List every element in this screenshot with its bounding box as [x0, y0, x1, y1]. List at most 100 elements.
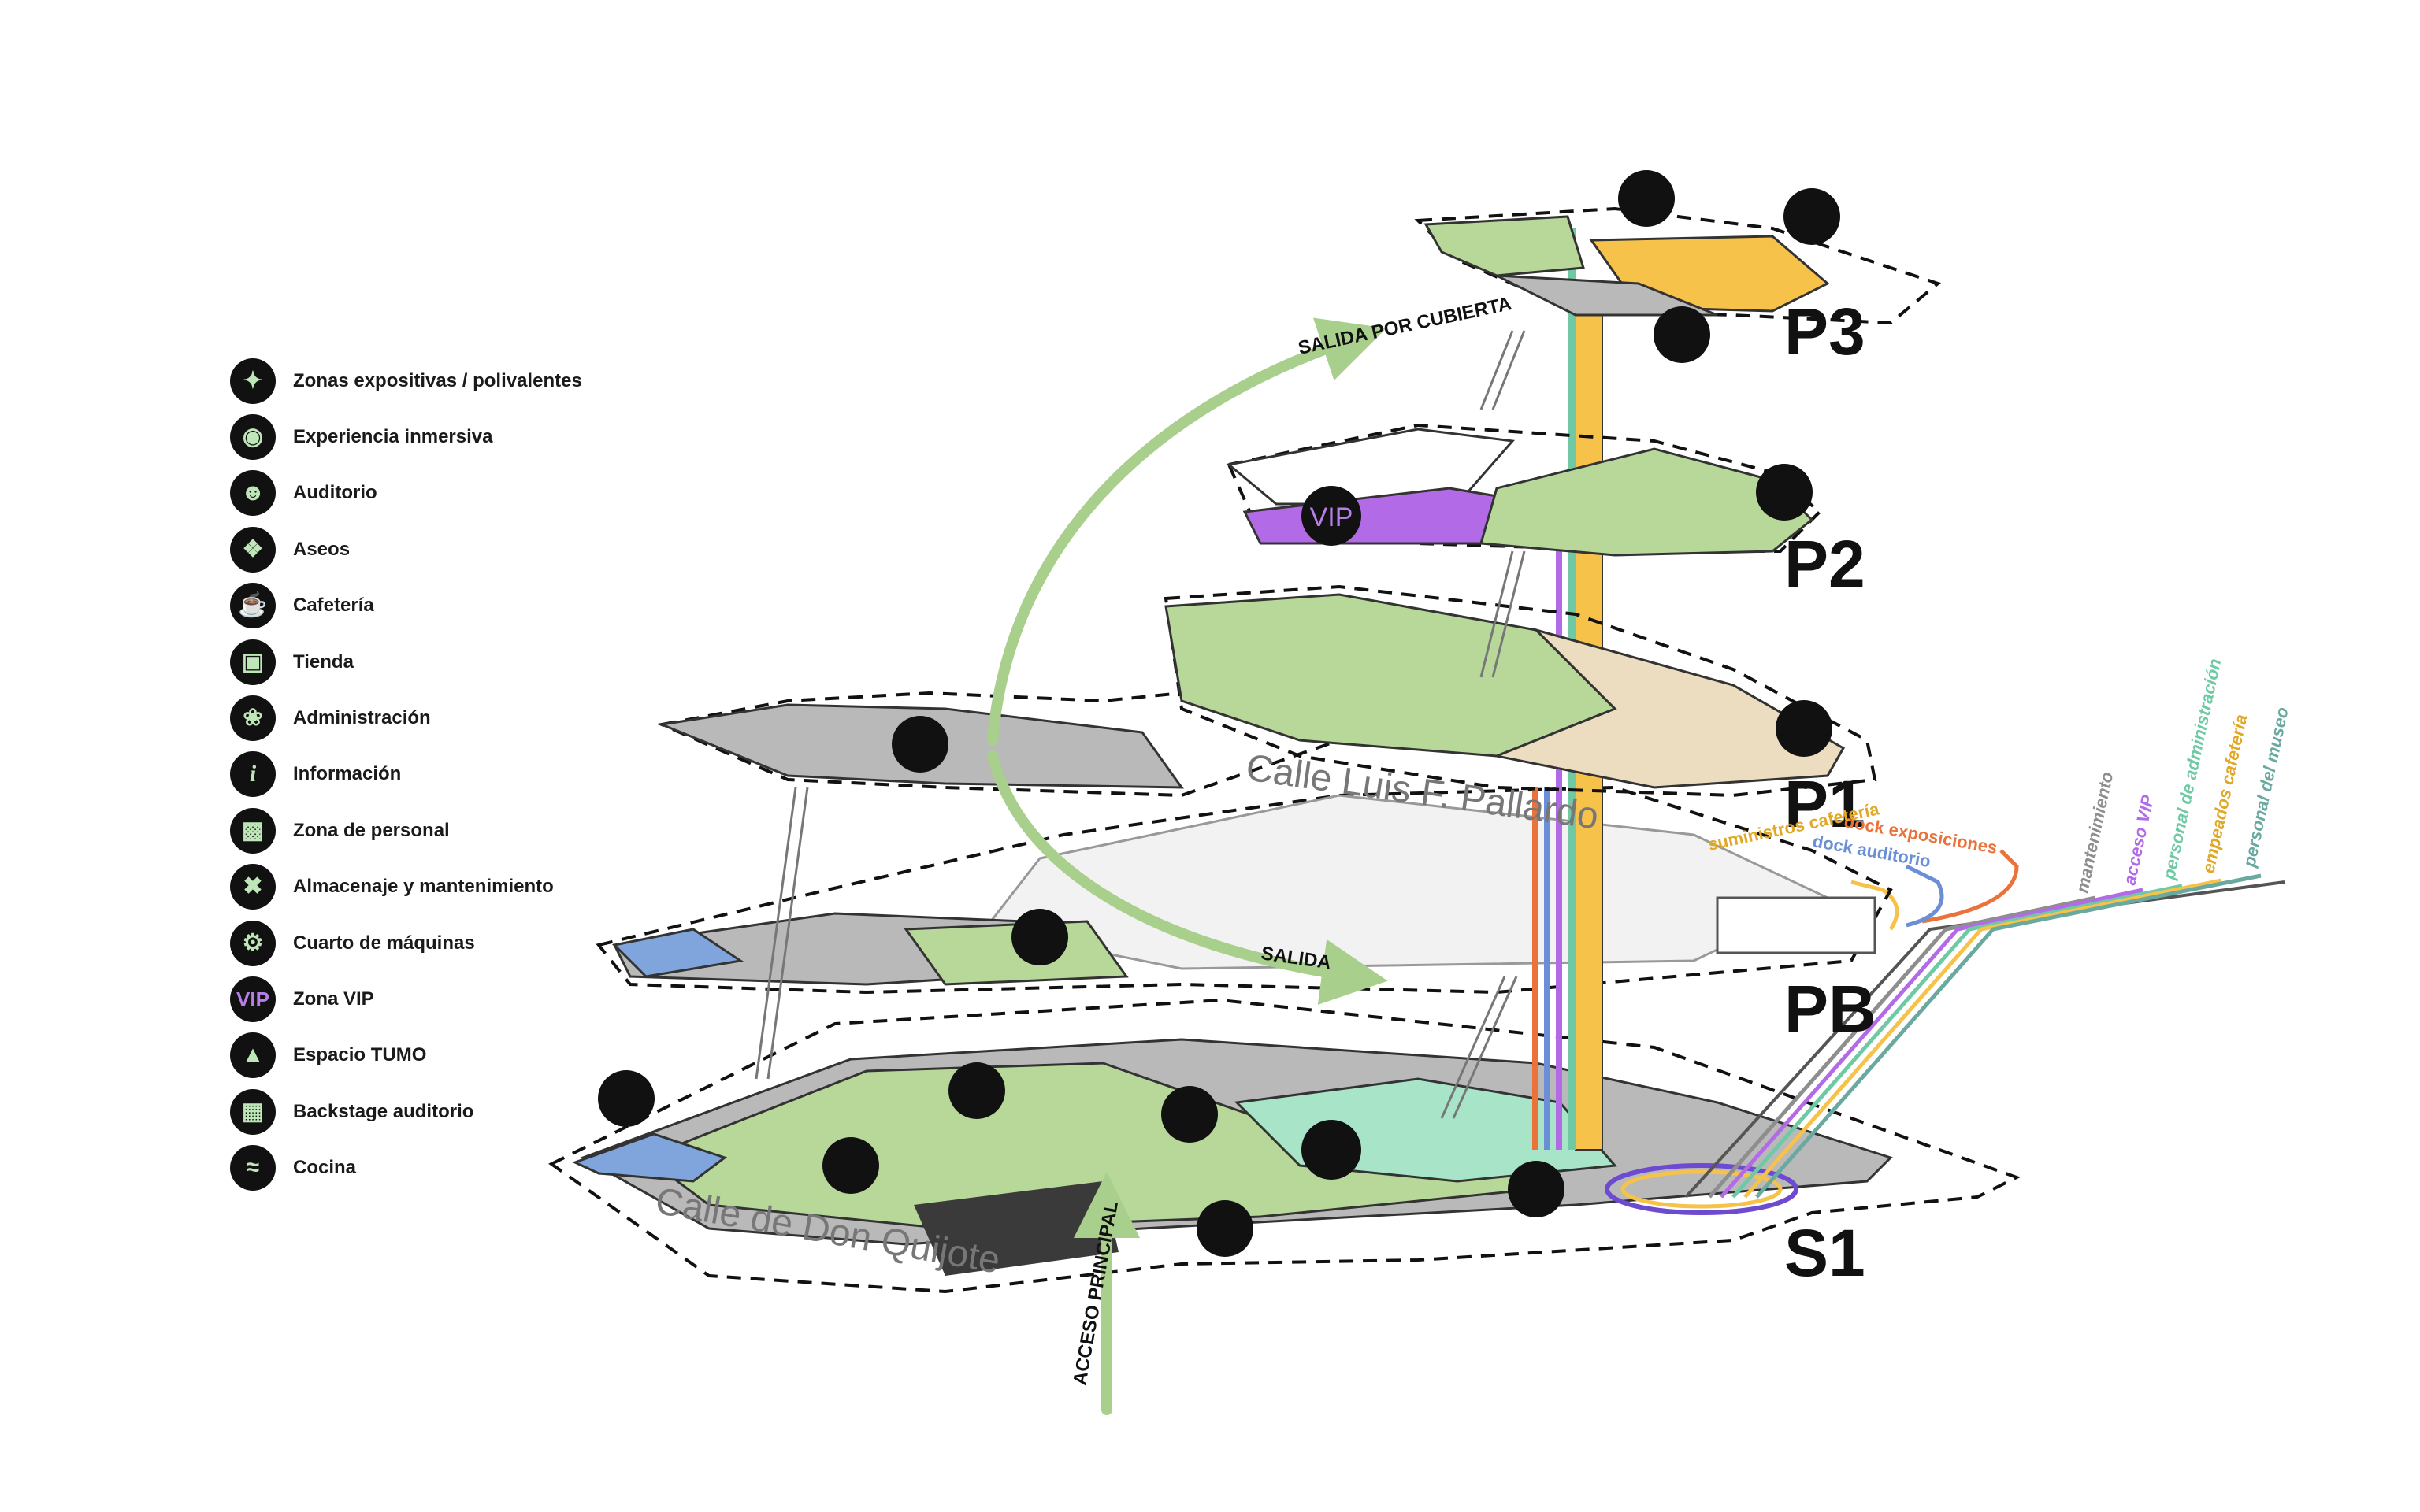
roof-exit-route	[987, 317, 1386, 746]
theater-masks-icon	[822, 1137, 879, 1194]
machine-room-icon: ⚙	[230, 920, 276, 966]
legend-label: Zona VIP	[293, 988, 374, 1010]
floor-label-p2: P2	[1784, 527, 1865, 601]
floor-labels: P3 P2 P1 PB S1	[1784, 295, 1876, 1290]
exit-route	[987, 750, 1388, 1005]
floor-s1-blue-zone	[572, 1132, 728, 1183]
ramp-edge	[1684, 880, 2285, 1199]
floor-p3-green-slab	[1423, 215, 1585, 277]
circulation-vip-label: acceso VIP	[2119, 793, 2158, 887]
film-backstage-icon	[598, 1070, 655, 1127]
legend-item-kitchen: ≈ Cocina	[230, 1140, 640, 1195]
legend: ✦ Zonas expositivas / polivalentes ◉ Exp…	[230, 353, 640, 1196]
floor-pb-blue-zone	[611, 928, 744, 978]
legend-label: Información	[293, 763, 402, 785]
legend-item-tumo: ▲ Espacio TUMO	[230, 1028, 640, 1084]
film-backstage-icon: ▦	[230, 1088, 276, 1135]
brain-icon	[1618, 170, 1675, 227]
legend-label: Tienda	[293, 650, 354, 673]
core-blue	[1544, 788, 1550, 1150]
floor-pb-outline	[596, 785, 1893, 995]
legend-label: Zonas expositivas / polivalentes	[293, 369, 582, 391]
legend-label: Espacio TUMO	[293, 1044, 427, 1066]
brain-icon: ❀	[230, 695, 276, 742]
legend-label: Aseos	[293, 538, 351, 560]
dock-line-auditorium	[1905, 864, 1944, 928]
legend-item-admin: ❀ Administración	[230, 690, 640, 746]
vip-icon	[1301, 486, 1361, 546]
dock-line-exhibitions	[1921, 849, 2019, 924]
legend-item-info: i Información	[230, 747, 640, 802]
core-orange	[1532, 788, 1538, 1150]
theater-masks-icon: ☻	[230, 470, 276, 517]
immersive-experience-icon	[1756, 464, 1813, 521]
shopping-bag-icon: ▣	[230, 639, 276, 685]
legend-item-vip: VIP Zona VIP	[230, 971, 640, 1027]
floor-pb	[596, 785, 1893, 995]
balloon-dog-icon	[1161, 1086, 1218, 1143]
tools-icon: ✖	[230, 864, 276, 910]
legend-item-storage: ✖ Almacenaje y mantenimiento	[230, 859, 640, 915]
floor-p2-white-void	[1226, 428, 1515, 506]
legend-label: Zona de personal	[293, 819, 450, 841]
restroom-icon: ❖	[230, 526, 276, 573]
floor-label-p3: P3	[1784, 295, 1865, 369]
coffee-cup-icon: ☕	[230, 583, 276, 629]
roof-exit-label: SALIDA POR CUBIERTA	[1297, 293, 1514, 359]
circulation-maintenance-label: mantenimiento	[2072, 770, 2117, 895]
machine-room-icon	[892, 716, 948, 773]
core-purple	[1556, 551, 1562, 1150]
legend-item-auditorium: ☻ Auditorio	[230, 465, 640, 521]
floor-label-p1: P1	[1784, 767, 1865, 841]
floor-p1-beige-zone	[1492, 628, 1846, 789]
legend-label: Cafetería	[293, 595, 374, 617]
vehicle-ramp-loop-inner	[1620, 1169, 1783, 1209]
cooking-pan-icon	[1783, 188, 1840, 245]
stair-p2-p1	[1479, 550, 1526, 678]
legend-label: Almacenaje y mantenimiento	[293, 876, 554, 898]
floor-p1-outline	[1164, 584, 1877, 798]
graduation-cap-icon: ▲	[230, 1032, 276, 1079]
legend-item-restrooms: ❖ Aseos	[230, 521, 640, 577]
legend-item-backstage: ▦ Backstage auditorio	[230, 1084, 640, 1140]
route-arrows	[987, 317, 1388, 1415]
staff-badge-icon: ▩	[230, 807, 276, 854]
ramp-line-admin	[1731, 884, 2183, 1199]
stair-p3-p2	[1479, 330, 1526, 410]
legend-label: Backstage auditorio	[293, 1100, 474, 1122]
floor-p3	[1414, 206, 1942, 325]
legend-item-staff: ▩ Zona de personal	[230, 802, 640, 858]
vehicle-ramp-loop	[1605, 1163, 1798, 1215]
legend-label: Cocina	[293, 1157, 357, 1179]
restroom-icon	[1197, 1200, 1253, 1257]
diagram-icons: VIP	[598, 170, 1840, 1257]
legend-label: Cuarto de máquinas	[293, 932, 475, 954]
legend-label: Experiencia inmersiva	[293, 426, 493, 448]
legend-label: Auditorio	[293, 482, 377, 504]
floor-p3-grey-zone	[1496, 274, 1718, 317]
legend-item-immersive: ◉ Experiencia inmersiva	[230, 409, 640, 465]
staff-badge-icon	[1508, 1161, 1564, 1217]
circulation-ramp	[1684, 849, 2285, 1199]
cooking-pan-icon: ≈	[230, 1145, 276, 1191]
dock-line-cafe	[1850, 880, 1899, 931]
stair-left	[755, 787, 809, 1080]
legend-label: Administración	[293, 707, 431, 729]
tools-icon	[948, 1062, 1005, 1119]
floor-p1-green-slab	[1164, 593, 1617, 758]
ramp-line-vip	[1720, 888, 2143, 1199]
ramp-line-cafe	[1743, 878, 2222, 1199]
legend-item-machines: ⚙ Cuarto de máquinas	[230, 915, 640, 971]
floor-p2-green-slab	[1479, 447, 1814, 557]
graduation-cap-icon	[1776, 700, 1832, 757]
info-icon: i	[230, 751, 276, 798]
circulation-labels: mantenimiento acceso VIP personal de adm…	[2072, 657, 2292, 895]
legend-item-exhibition: ✦ Zonas expositivas / polivalentes	[230, 353, 640, 409]
delivery-truck	[1716, 896, 1876, 954]
floor-label-pb: PB	[1784, 972, 1876, 1046]
coffee-cup-icon	[1654, 306, 1710, 363]
info-icon	[1301, 1120, 1361, 1180]
balloon-dog-icon: ✦	[230, 358, 276, 404]
floor-label-s1: S1	[1784, 1216, 1865, 1290]
